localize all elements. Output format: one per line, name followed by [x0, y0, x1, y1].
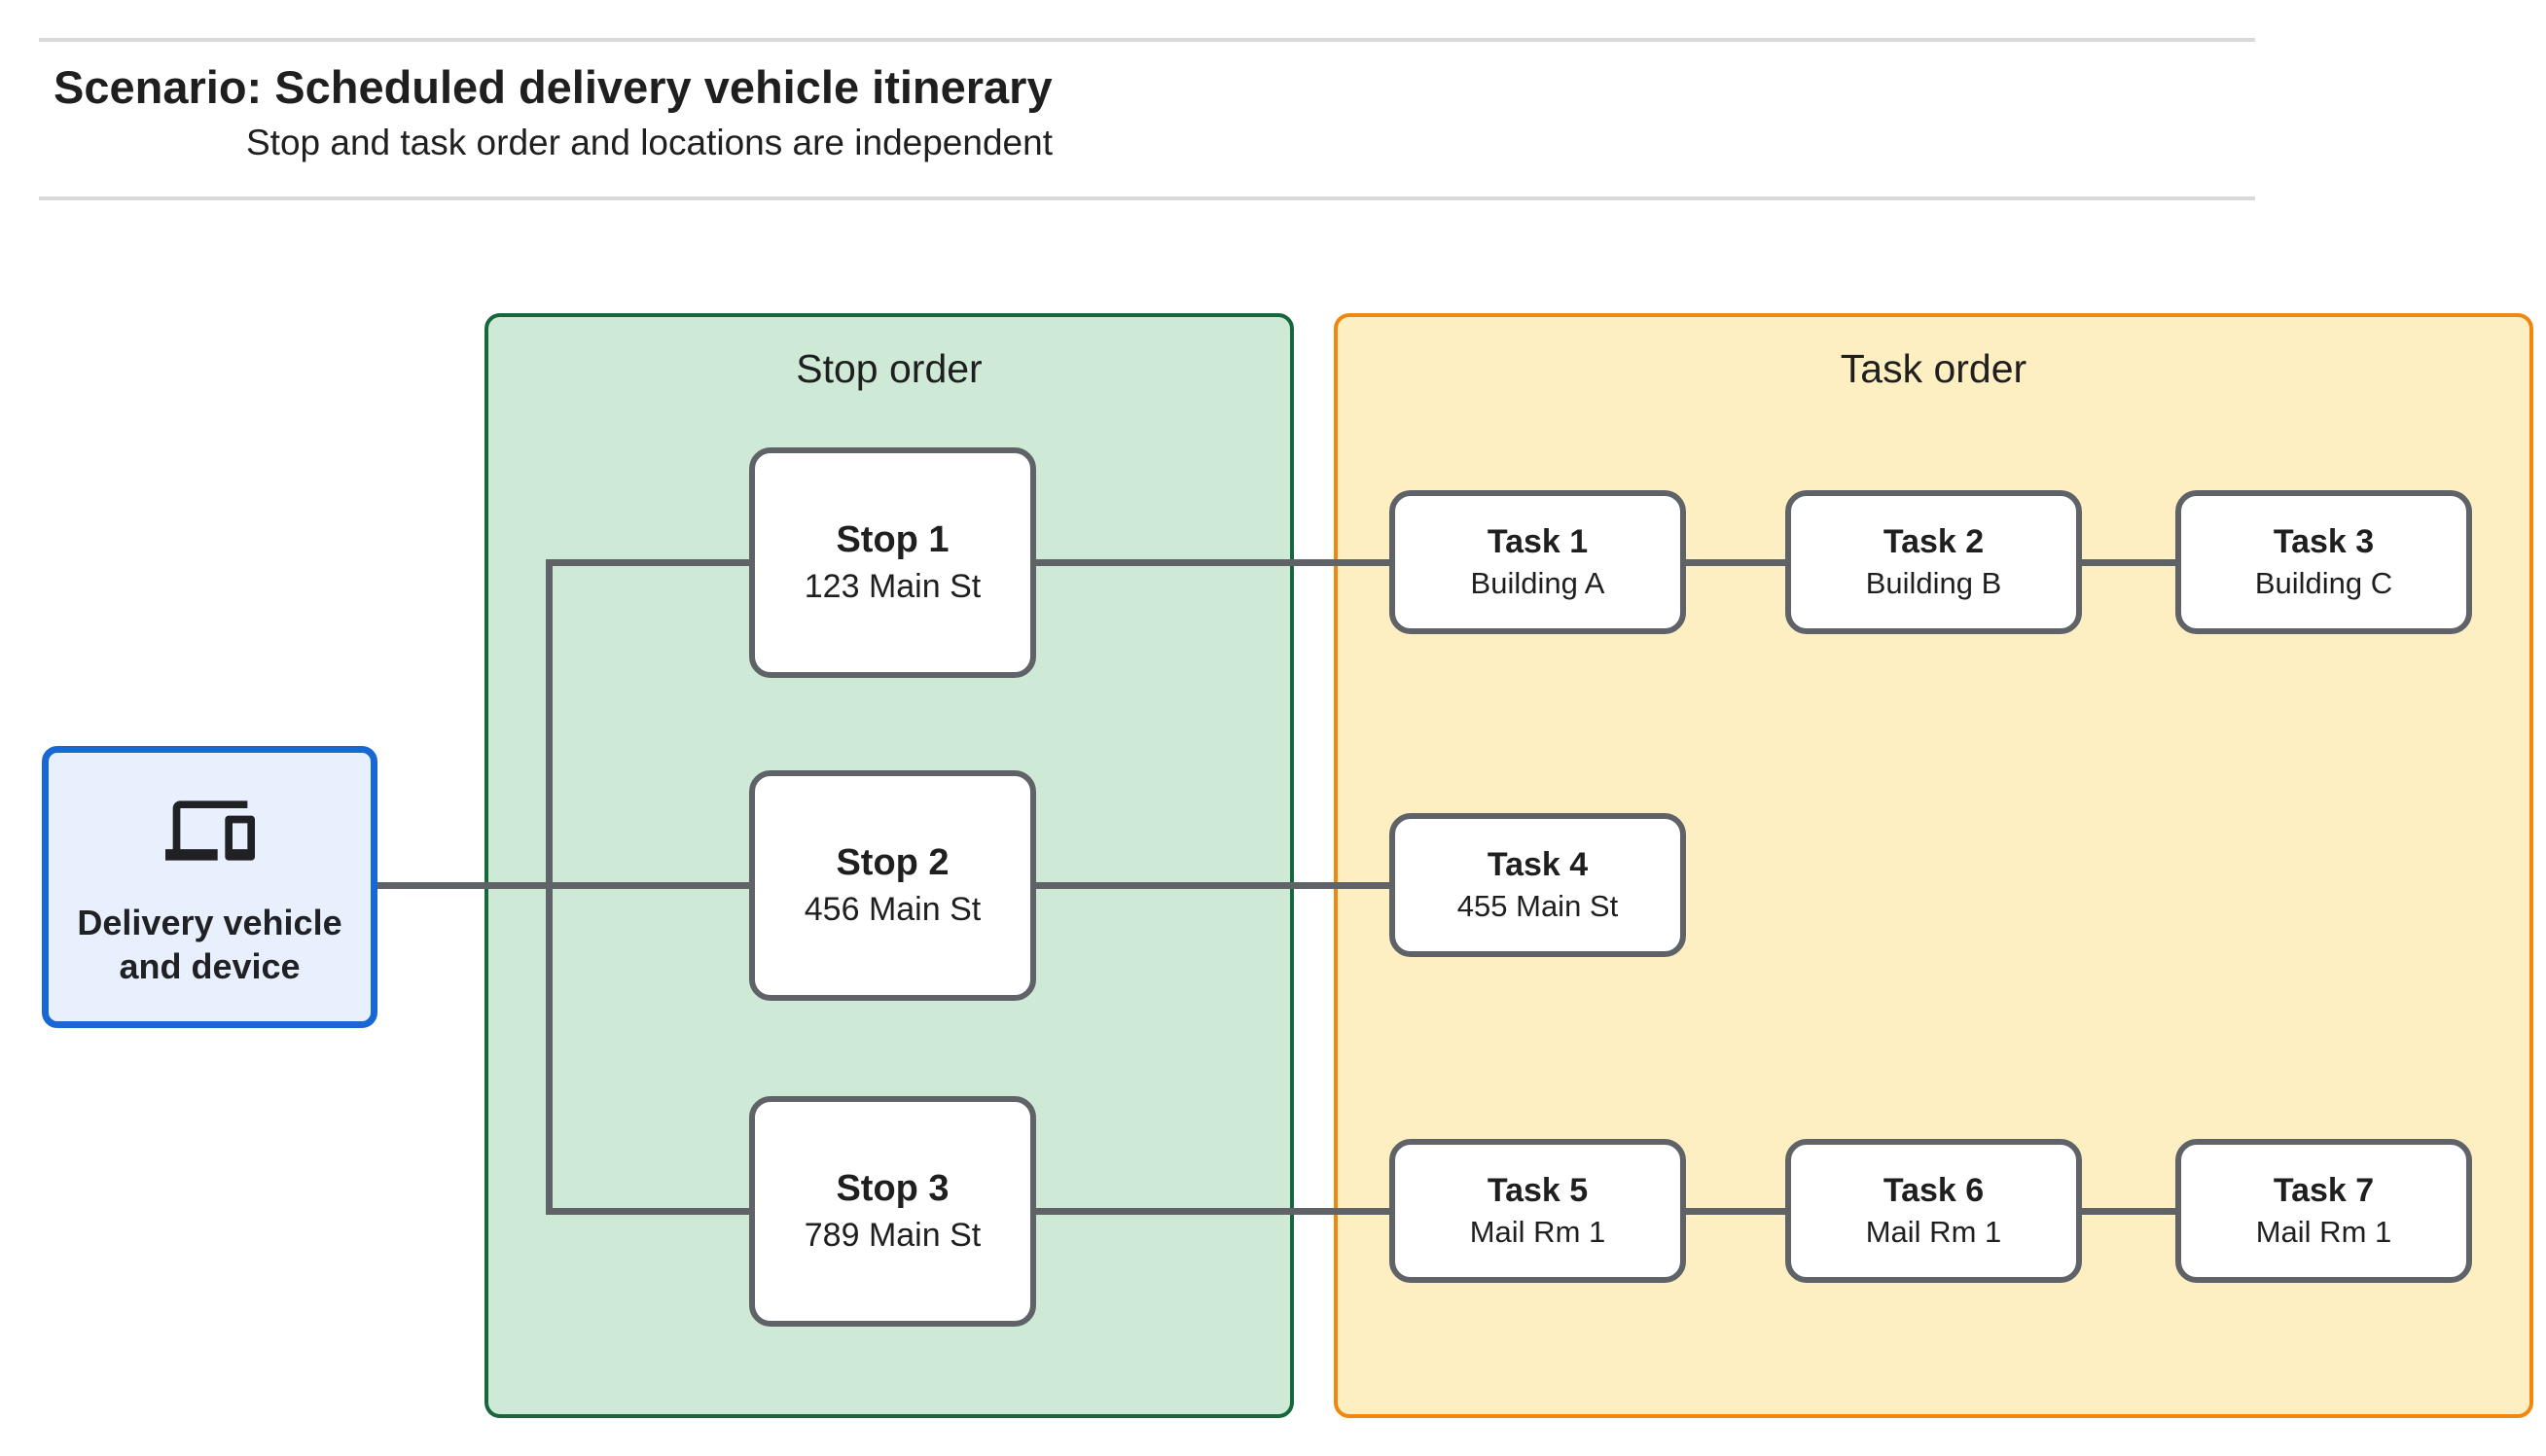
task-node-7: Task 7 Mail Rm 1	[2175, 1139, 2472, 1283]
task-order-panel-label: Task order	[1840, 346, 2027, 391]
task-4-title: Task 4	[1487, 846, 1589, 884]
connector-task2-task3	[2082, 559, 2175, 566]
delivery-vehicle-node: Delivery vehicle and device	[42, 746, 377, 1028]
task-6-title: Task 6	[1883, 1172, 1985, 1210]
stop-2-location: 456 Main St	[804, 891, 982, 929]
task-7-location: Mail Rm 1	[2255, 1215, 2392, 1250]
delivery-vehicle-label-line2: and device	[119, 946, 301, 986]
connector-trunk-stop3	[546, 1208, 749, 1215]
connector-task5-task6	[1686, 1208, 1785, 1215]
connector-vertical-trunk	[546, 559, 553, 1215]
task-node-3: Task 3 Building C	[2175, 490, 2472, 634]
task-7-title: Task 7	[2273, 1172, 2375, 1210]
task-2-location: Building B	[1865, 566, 2002, 601]
header-divider-top	[39, 38, 2255, 42]
connector-stop3-task5	[1036, 1208, 1389, 1215]
task-node-1: Task 1 Building A	[1389, 490, 1686, 634]
connector-stop1-task1	[1036, 559, 1389, 566]
header-divider-bottom	[39, 196, 2255, 200]
task-4-location: 455 Main St	[1456, 889, 1619, 924]
connector-device-stop2	[377, 882, 749, 889]
connector-stop2-task4	[1036, 882, 1389, 889]
connector-task1-task2	[1686, 559, 1785, 566]
delivery-vehicle-label-line1: Delivery vehicle	[77, 903, 342, 942]
task-node-2: Task 2 Building B	[1785, 490, 2082, 634]
stop-2-title: Stop 2	[836, 841, 950, 883]
stop-1-location: 123 Main St	[804, 568, 982, 606]
task-node-6: Task 6 Mail Rm 1	[1785, 1139, 2082, 1283]
task-node-4: Task 4 455 Main St	[1389, 813, 1686, 957]
stop-3-title: Stop 3	[836, 1167, 950, 1209]
task-2-title: Task 2	[1883, 523, 1985, 561]
stop-1-title: Stop 1	[836, 518, 950, 560]
page-title: Scenario: Scheduled delivery vehicle iti…	[54, 61, 1053, 113]
task-node-5: Task 5 Mail Rm 1	[1389, 1139, 1686, 1283]
stop-3-location: 789 Main St	[804, 1217, 982, 1255]
task-6-location: Mail Rm 1	[1865, 1215, 2002, 1250]
connector-task6-task7	[2082, 1208, 2175, 1215]
task-1-location: Building A	[1470, 566, 1605, 601]
devices-icon	[164, 786, 255, 875]
stop-node-3: Stop 3 789 Main St	[749, 1096, 1036, 1327]
stop-node-2: Stop 2 456 Main St	[749, 770, 1036, 1001]
task-5-location: Mail Rm 1	[1469, 1215, 1606, 1250]
task-5-title: Task 5	[1487, 1172, 1589, 1210]
stop-order-panel-label: Stop order	[796, 346, 983, 391]
page-subtitle: Stop and task order and locations are in…	[246, 123, 1053, 162]
delivery-vehicle-label: Delivery vehicle and device	[77, 901, 341, 988]
task-3-location: Building C	[2254, 566, 2393, 601]
stop-node-1: Stop 1 123 Main St	[749, 447, 1036, 678]
connector-trunk-stop1	[546, 559, 749, 566]
task-3-title: Task 3	[2273, 523, 2375, 561]
task-1-title: Task 1	[1487, 523, 1589, 561]
